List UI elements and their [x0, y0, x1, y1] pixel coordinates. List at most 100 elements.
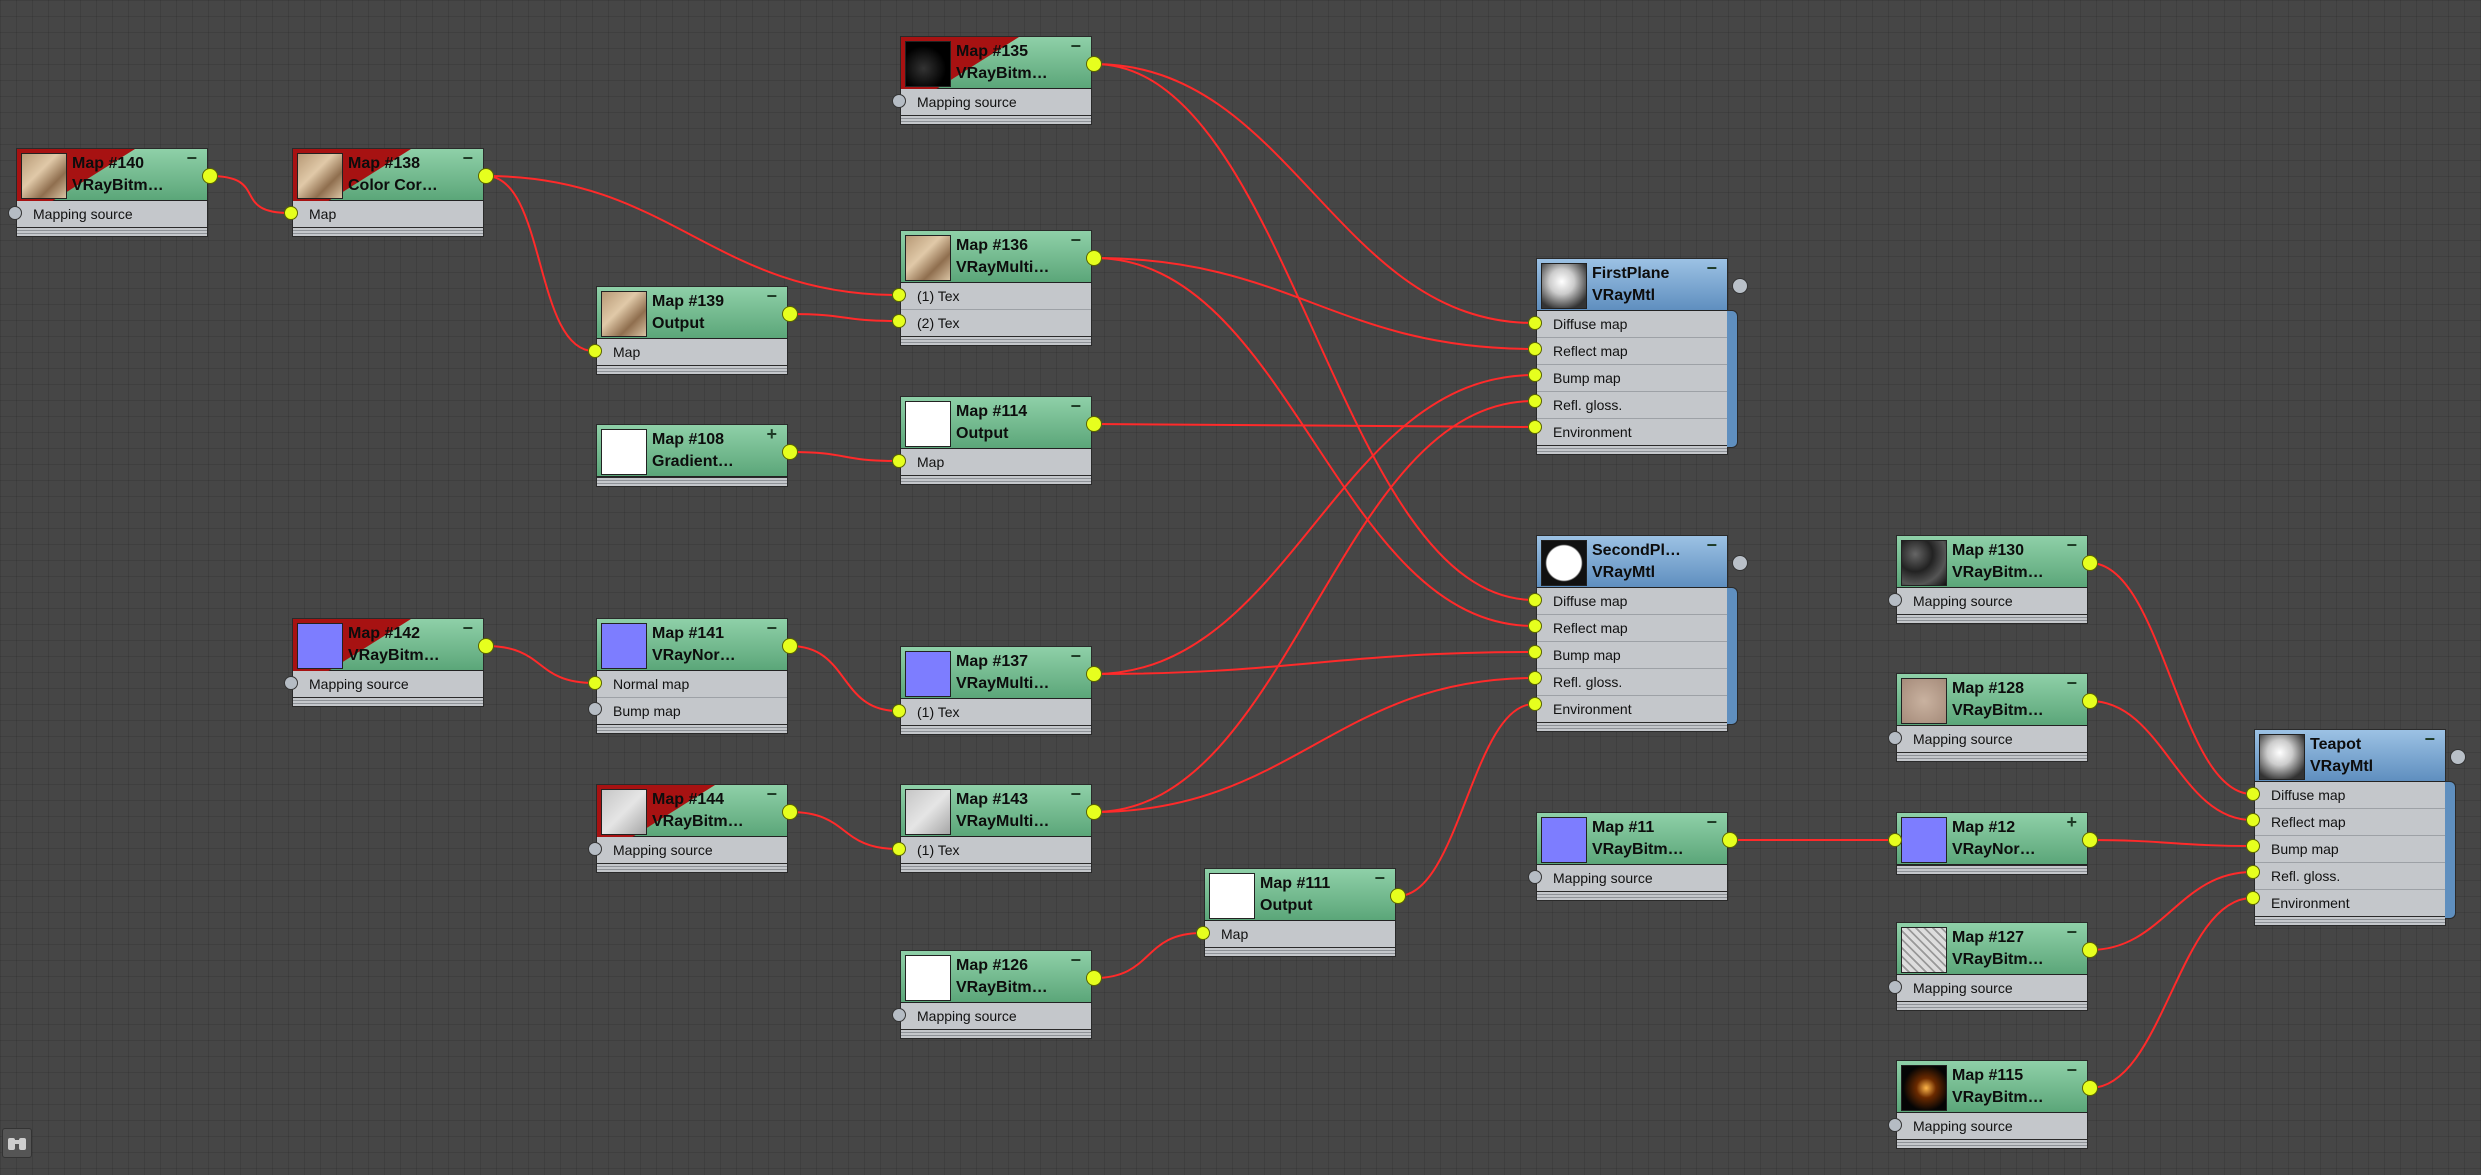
wire-n143-to-first[interactable]	[1093, 400, 1535, 813]
wire-n139-to-n136[interactable]	[789, 313, 899, 322]
input-slot[interactable]: Map	[309, 206, 337, 222]
output-socket[interactable]	[2082, 942, 2098, 958]
input-socket[interactable]	[2246, 839, 2260, 853]
expand-toggle[interactable]: +	[2066, 812, 2077, 832]
collapse-toggle[interactable]: −	[2066, 535, 2077, 555]
wire-n140-to-n138[interactable]	[209, 175, 291, 214]
input-slot[interactable]: Mapping source	[917, 1008, 1017, 1024]
input-socket[interactable]	[2246, 891, 2260, 905]
expand-toggle[interactable]: +	[766, 424, 777, 444]
collapse-toggle[interactable]: −	[1706, 535, 1717, 555]
collapse-toggle[interactable]: −	[462, 618, 473, 638]
input-socket[interactable]	[1528, 870, 1542, 884]
input-socket[interactable]	[1528, 697, 1542, 711]
input-socket[interactable]	[588, 702, 602, 716]
input-slot[interactable]: Mapping source	[1913, 1118, 2013, 1134]
input-socket[interactable]	[1196, 926, 1210, 940]
input-socket[interactable]	[892, 1008, 906, 1022]
input-socket[interactable]	[1888, 731, 1902, 745]
wire-n127-to-teapot[interactable]	[2089, 871, 2253, 951]
input-slot[interactable]: (1) Tex	[901, 283, 1091, 310]
input-socket[interactable]	[1528, 420, 1542, 434]
input-socket[interactable]	[892, 314, 906, 328]
input-slot[interactable]: (1) Tex	[917, 842, 960, 858]
input-slot[interactable]: Bump map	[613, 703, 681, 719]
output-socket[interactable]	[1390, 888, 1406, 904]
input-slot[interactable]: Bump map	[2255, 836, 2445, 863]
collapse-toggle[interactable]: −	[2424, 729, 2435, 749]
output-socket[interactable]	[782, 444, 798, 460]
input-socket[interactable]	[1528, 593, 1542, 607]
wire-n135-to-first[interactable]	[1093, 63, 1535, 324]
input-slot[interactable]: Environment	[1553, 701, 1632, 717]
collapse-toggle[interactable]: −	[1070, 230, 1081, 250]
collapse-toggle[interactable]: −	[1706, 812, 1717, 832]
wire-n130-to-teapot[interactable]	[2089, 562, 2253, 795]
input-slot[interactable]: Mapping source	[1913, 980, 2013, 996]
collapse-toggle[interactable]: −	[2066, 1060, 2077, 1080]
collapse-toggle[interactable]: −	[1070, 784, 1081, 804]
collapse-toggle[interactable]: −	[1706, 258, 1717, 278]
input-slot[interactable]: Reflect map	[1537, 338, 1727, 365]
input-socket[interactable]	[1888, 833, 1902, 847]
input-socket[interactable]	[1528, 394, 1542, 408]
input-socket[interactable]	[1528, 368, 1542, 382]
output-socket[interactable]	[1086, 56, 1102, 72]
input-socket[interactable]	[2246, 813, 2260, 827]
wire-n111-to-second[interactable]	[1397, 703, 1535, 897]
input-socket[interactable]	[1888, 1118, 1902, 1132]
output-socket[interactable]	[782, 804, 798, 820]
output-socket[interactable]	[1732, 555, 1748, 571]
collapse-toggle[interactable]: −	[766, 286, 777, 306]
wire-n128-to-teapot[interactable]	[2089, 700, 2253, 821]
input-socket[interactable]	[1528, 645, 1542, 659]
output-socket[interactable]	[2082, 1080, 2098, 1096]
input-slot[interactable]: Diffuse map	[1537, 588, 1727, 615]
output-socket[interactable]	[1086, 416, 1102, 432]
input-socket[interactable]	[284, 206, 298, 220]
output-socket[interactable]	[202, 168, 218, 184]
wire-n137-to-second[interactable]	[1093, 651, 1535, 675]
input-socket[interactable]	[892, 454, 906, 468]
output-socket[interactable]	[1086, 666, 1102, 682]
wire-n137-to-first[interactable]	[1093, 374, 1535, 675]
input-slot[interactable]: Mapping source	[1553, 870, 1653, 886]
input-slot[interactable]: Refl. gloss.	[1537, 669, 1727, 696]
input-slot[interactable]: Mapping source	[1913, 731, 2013, 747]
input-slot[interactable]: Bump map	[1537, 365, 1727, 392]
input-slot[interactable]: Environment	[1553, 424, 1632, 440]
collapse-toggle[interactable]: −	[2066, 673, 2077, 693]
output-socket[interactable]	[782, 306, 798, 322]
input-slot[interactable]: Mapping source	[309, 676, 409, 692]
wire-n143-to-second[interactable]	[1093, 677, 1535, 813]
